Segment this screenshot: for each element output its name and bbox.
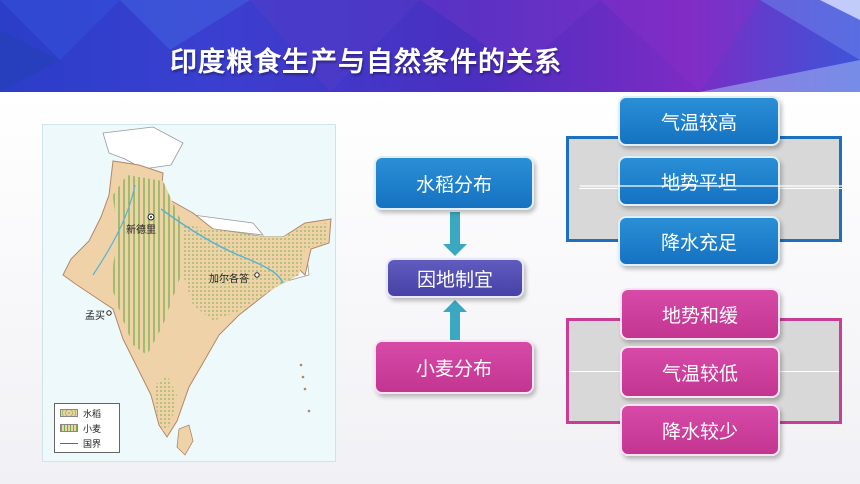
rice-swatch (60, 409, 78, 417)
sri-lanka (176, 424, 194, 456)
legend-label-wheat: 小麦 (83, 424, 102, 435)
island-dot (301, 375, 305, 379)
legend-row-border: 国界 (60, 437, 102, 450)
india-map: 新德里 加尔各答 孟买 水稻 小麦 国界 (42, 124, 336, 462)
legend-row-wheat: 小麦 (60, 422, 102, 435)
wheat-swatch (60, 424, 78, 432)
indus-river (92, 184, 136, 276)
city-label-new-delhi: 新德里 (126, 225, 156, 236)
wheat-condition-lower-temperature: 气温较低 (620, 346, 780, 398)
banner-facets (0, 0, 860, 92)
rice-condition-higher-temperature: 气温较高 (618, 96, 780, 146)
wheat-distribution-node: 小麦分布 (374, 340, 534, 394)
page-title: 印度粮食生产与自然条件的关系 (170, 47, 562, 78)
rice-distribution-node: 水稻分布 (374, 156, 534, 210)
border-swatch (60, 442, 78, 444)
india-map-drawing (62, 126, 332, 456)
mumbai-marker (106, 310, 112, 316)
legend-label-rice: 水稻 (83, 409, 102, 420)
rice-distribution-area (183, 223, 327, 321)
ganges-river (160, 208, 284, 284)
adapt-to-local-conditions-node: 因地制宜 (386, 258, 524, 298)
map-legend: 水稻 小麦 国界 (54, 403, 120, 453)
island-dot (303, 387, 307, 391)
city-label-kolkata: 加尔各答 (209, 274, 249, 285)
wheat-condition-less-rainfall: 降水较少 (620, 404, 780, 456)
legend-label-border: 国界 (83, 439, 102, 450)
title-banner: 印度粮食生产与自然条件的关系 (0, 0, 860, 92)
legend-row-rice: 水稻 (60, 407, 102, 420)
northern-neighbor-region (102, 126, 184, 170)
city-label-mumbai: 孟买 (85, 311, 105, 322)
island-dot (299, 363, 303, 367)
rice-distribution-south (155, 375, 177, 431)
kolkata-marker (254, 272, 260, 278)
island-dot (307, 409, 311, 413)
wheat-distribution-area (111, 175, 183, 355)
wheat-condition-gentle-terrain: 地势和缓 (620, 288, 780, 340)
rice-condition-flat-terrain: 地势平坦 (618, 156, 780, 206)
rice-condition-ample-rainfall: 降水充足 (618, 216, 780, 266)
